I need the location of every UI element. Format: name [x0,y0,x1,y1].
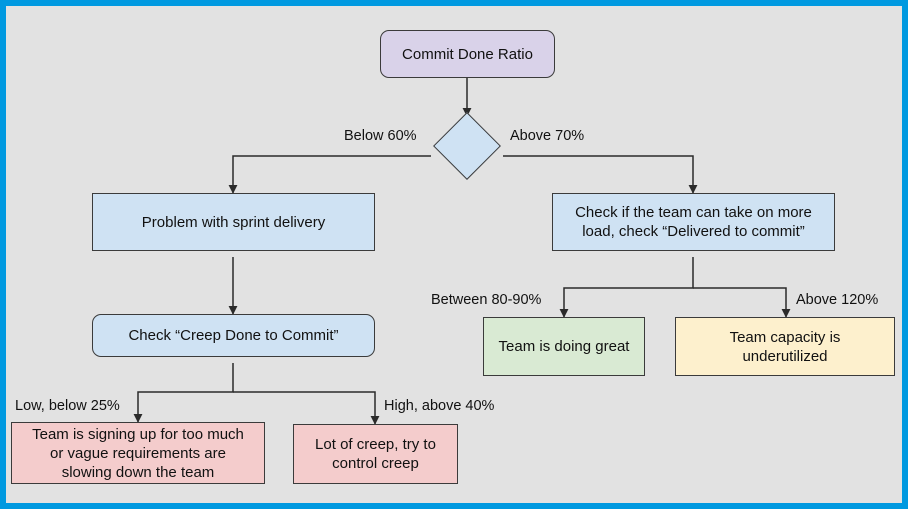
edge-label-above-70: Above 70% [510,128,585,144]
edge-above-120 [693,287,791,318]
edge-label-above-120: Above 120% [796,292,879,308]
node-commit-done-ratio[interactable]: Commit Done Ratio [380,30,555,78]
edge-label-high-above-40: High, above 40% [384,398,495,414]
node-decision-diamond[interactable] [433,112,501,180]
edge-label-between-80-90: Between 80-90% [431,292,542,308]
node-team-is-doing-great[interactable]: Team is doing great [483,317,645,376]
node-check-creep-done-to-commit[interactable]: Check “Creep Done to Commit” [92,314,375,357]
node-team-signing-up-too-much[interactable]: Team is signing up for too much or vague… [11,422,265,484]
edge-between-80-90 [559,257,694,318]
edge-label-low-below-25: Low, below 25% [15,398,120,414]
edge-high-above-40 [233,391,380,425]
node-check-team-capacity[interactable]: Check if the team can take on more load,… [552,193,835,251]
node-problem-with-sprint-delivery[interactable]: Problem with sprint delivery [92,193,375,251]
edge-label-below-60: Below 60% [344,128,417,144]
edge-below60 [228,155,431,194]
edge-above70 [503,155,698,194]
node-lot-of-creep[interactable]: Lot of creep, try to control creep [293,424,458,484]
edge-low-below-25 [133,363,234,423]
node-team-capacity-underutilized[interactable]: Team capacity is underutilized [675,317,895,376]
